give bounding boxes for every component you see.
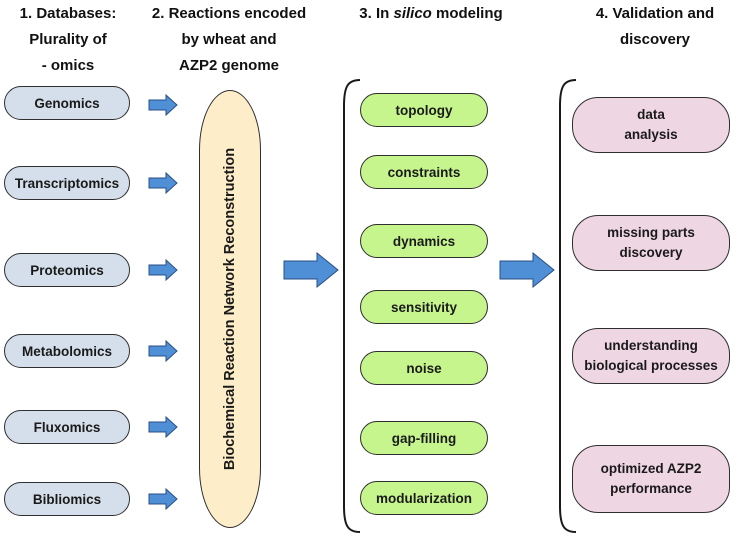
reconstruction-label: Biochemical Reaction Network Reconstruct…: [222, 147, 238, 471]
modeling-item-modularization: modularization: [360, 481, 488, 515]
header-modeling-suffix: modeling: [431, 5, 503, 22]
arrow-right-large-icon: [499, 252, 555, 288]
validation-item-optimized: optimized AZP2 performance: [572, 445, 730, 513]
header-validation-line1: 4. Validation and: [595, 5, 715, 22]
validation-item-understanding: understanding biological processes: [572, 328, 730, 384]
validation-item-line1: data: [637, 107, 665, 122]
modeling-bracket: [343, 79, 361, 533]
validation-item-line2: analysis: [624, 127, 678, 142]
header-reactions: 2. Reactions encoded by wheat and AZP2 g…: [144, 1, 314, 79]
header-modeling-prefix: 3. In: [359, 5, 394, 22]
validation-item-line2: biological processes: [584, 358, 718, 373]
header-validation-line2: discovery: [619, 31, 691, 48]
header-databases-line3: - omics: [41, 57, 95, 74]
validation-item-data-analysis: data analysis: [572, 97, 730, 153]
arrow-right-large-icon: [283, 252, 339, 288]
header-databases-line1: 1. Databases:: [19, 5, 117, 22]
arrow-right-icon: [148, 94, 178, 116]
omics-fluxomics: Fluxomics: [4, 410, 130, 444]
arrow-right-icon: [148, 259, 178, 281]
validation-bracket: [559, 79, 577, 533]
arrow-right-icon: [148, 488, 178, 510]
validation-item-line1: understanding: [604, 338, 698, 353]
header-reactions-line1: 2. Reactions encoded: [151, 5, 307, 22]
validation-item-line2: discovery: [619, 245, 683, 260]
header-modeling: 3. In silico modeling: [346, 1, 516, 27]
omics-genomics: Genomics: [4, 86, 130, 120]
modeling-item-topology: topology: [360, 93, 488, 127]
validation-item-line1: missing parts: [607, 225, 695, 240]
modeling-item-noise: noise: [360, 351, 488, 385]
header-databases-line2: Plurality of: [29, 31, 107, 48]
modeling-item-constraints: constraints: [360, 155, 488, 189]
modeling-item-dynamics: dynamics: [360, 224, 488, 258]
header-databases: 1. Databases: Plurality of - omics: [4, 1, 132, 79]
omics-transcriptomics: Transcriptomics: [4, 166, 130, 200]
omics-metabolomics: Metabolomics: [4, 334, 130, 368]
modeling-item-sensitivity: sensitivity: [360, 290, 488, 324]
header-validation: 4. Validation and discovery: [570, 1, 740, 53]
omics-proteomics: Proteomics: [4, 253, 130, 287]
header-reactions-line2: by wheat and: [181, 31, 277, 48]
arrow-right-icon: [148, 172, 178, 194]
validation-item-line1: optimized AZP2: [600, 461, 702, 476]
reconstruction-box: Biochemical Reaction Network Reconstruct…: [199, 90, 261, 528]
arrow-right-icon: [148, 416, 178, 438]
modeling-item-gap-filling: gap-filling: [360, 421, 488, 455]
header-reactions-line3: AZP2 genome: [178, 57, 280, 74]
arrow-right-icon: [148, 340, 178, 362]
validation-item-missing-parts: missing parts discovery: [572, 215, 730, 271]
header-modeling-line: 3. In silico modeling: [346, 1, 516, 27]
header-modeling-italic: silico: [393, 5, 432, 22]
omics-bibliomics: Bibliomics: [4, 482, 130, 516]
validation-item-line2: performance: [610, 481, 692, 496]
